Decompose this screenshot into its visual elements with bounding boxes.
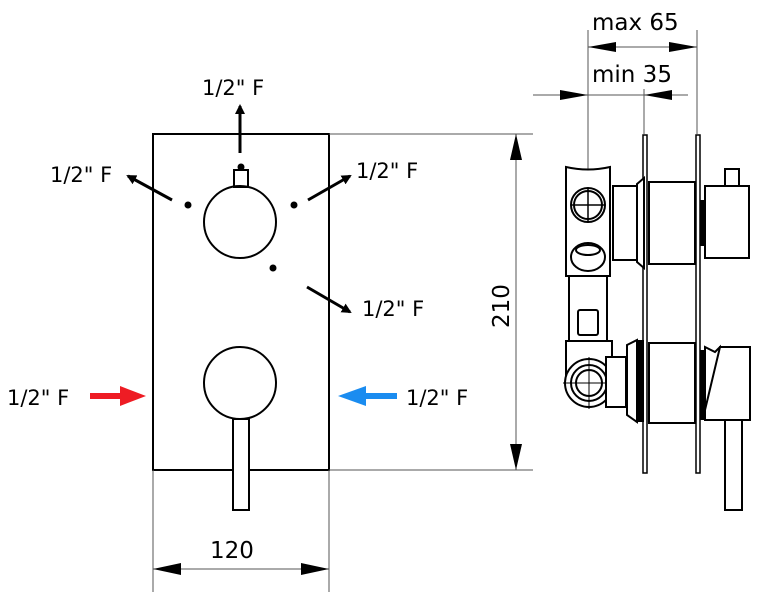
arrow-left <box>126 174 173 202</box>
mixer-lever <box>232 418 250 511</box>
position-dot-top <box>237 163 245 171</box>
riser <box>568 275 608 345</box>
label-right-outlet: 1/2" F <box>356 159 418 183</box>
max-depth-dimension: max 65 <box>588 10 697 52</box>
height-dimension: 210 <box>329 133 533 471</box>
label-hot-inlet: 1/2" F <box>7 386 69 410</box>
side-view: max 65 min 35 <box>533 10 751 511</box>
cold-inlet-arrow <box>338 386 397 406</box>
upper-valve-body <box>565 165 750 277</box>
width-dimension: 120 <box>152 470 330 592</box>
arrow-right <box>307 174 352 202</box>
diverter-knob <box>203 185 277 259</box>
position-dot-left <box>184 201 192 209</box>
width-value: 120 <box>210 538 254 564</box>
min-depth-label: min 35 <box>592 62 672 88</box>
position-dot-right <box>290 201 298 209</box>
lower-valve-body <box>563 338 751 511</box>
min-depth-dimension: min 35 <box>533 62 688 100</box>
label-lower-right-outlet: 1/2" F <box>362 297 424 321</box>
arrow-lower-right <box>306 285 352 314</box>
label-left-outlet: 1/2" F <box>50 163 112 187</box>
label-top-outlet: 1/2" F <box>202 76 264 100</box>
diverter-indicator <box>233 169 249 188</box>
label-cold-inlet: 1/2" F <box>406 386 468 410</box>
mixer-knob <box>203 346 277 420</box>
front-view: 1/2" F 1/2" F 1/2" F 1/2" F 1/2" F 1/2" … <box>7 76 533 592</box>
hot-inlet-arrow <box>90 386 146 406</box>
wall-plate-back <box>642 134 648 474</box>
max-depth-label: max 65 <box>592 10 679 36</box>
height-value: 210 <box>489 284 515 328</box>
position-dot-lower-right <box>269 264 277 272</box>
wall-plate-front <box>695 134 701 474</box>
